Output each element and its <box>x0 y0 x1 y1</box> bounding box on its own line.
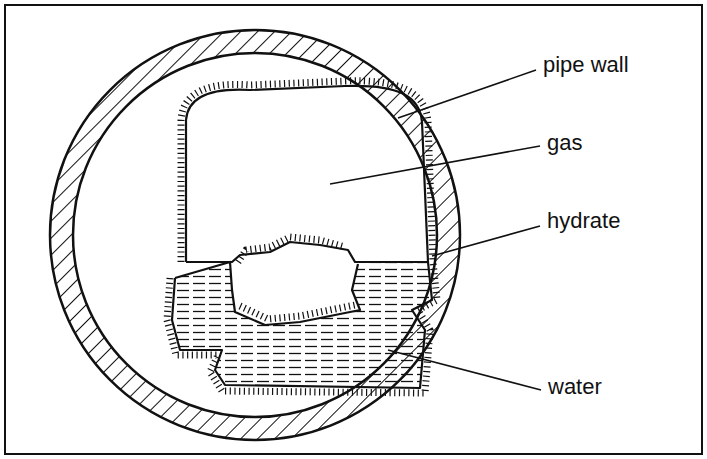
phase-outlines <box>172 86 432 388</box>
water-region <box>172 262 432 388</box>
part-label: hydrate <box>547 208 620 234</box>
part-label: water <box>548 374 602 400</box>
pipe-inner-wall <box>73 53 437 417</box>
frame <box>5 5 702 454</box>
pipe-outer-wall <box>50 30 460 440</box>
part-label: gas <box>547 130 582 156</box>
hydrate-fringe <box>167 81 437 393</box>
leader-lines <box>330 70 541 390</box>
part-label: pipe wall <box>543 52 629 78</box>
pipe-wall-hatching <box>50 30 460 440</box>
